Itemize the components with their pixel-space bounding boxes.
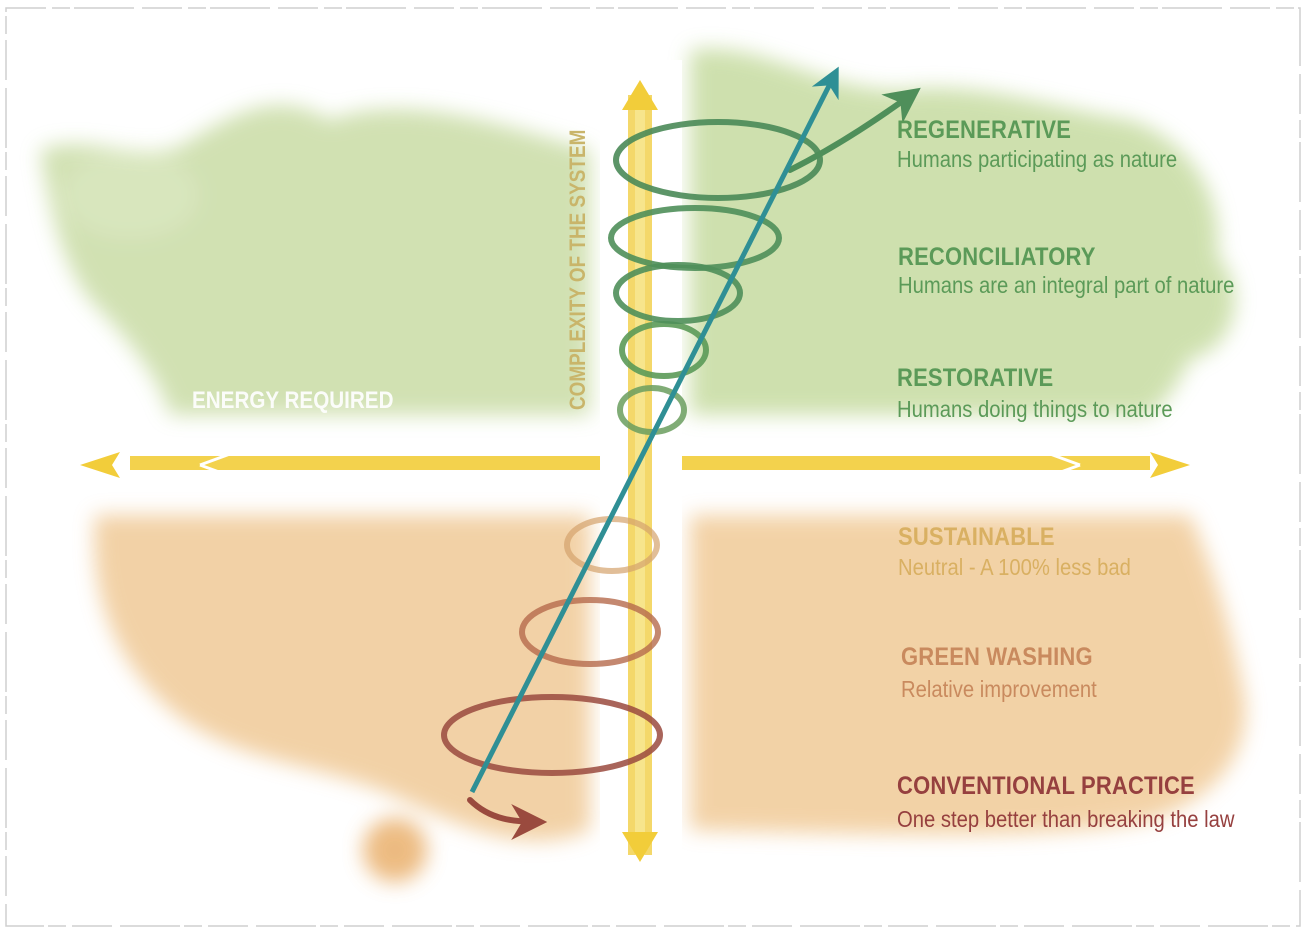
level-description: Humans participating as nature xyxy=(897,146,1178,172)
level-title: RECONCILIATORY xyxy=(898,243,1096,271)
level-description: One step better than breaking the law xyxy=(897,806,1235,832)
level-title: CONVENTIONAL PRACTICE xyxy=(897,772,1195,800)
growth-arrow xyxy=(469,66,839,794)
level-description: Humans are an integral part of nature xyxy=(898,272,1235,298)
level-description: Neutral - A 100% less bad xyxy=(898,554,1131,580)
level-title: RESTORATIVE xyxy=(897,364,1054,392)
energy-required-label: ENERGY REQUIRED xyxy=(192,387,394,414)
rough-border xyxy=(5,7,1301,927)
complexity-label: COMPLEXITY OF THE SYSTEM xyxy=(565,129,590,410)
level-title: SUSTAINABLE xyxy=(898,523,1055,551)
upper-spiral xyxy=(608,87,921,435)
level-title: GREEN WASHING xyxy=(901,643,1093,671)
level-title: REGENERATIVE xyxy=(897,116,1072,144)
level-description: Relative improvement xyxy=(901,676,1097,702)
level-description: Humans doing things to nature xyxy=(897,396,1173,422)
upper-green-wash xyxy=(40,48,1235,416)
